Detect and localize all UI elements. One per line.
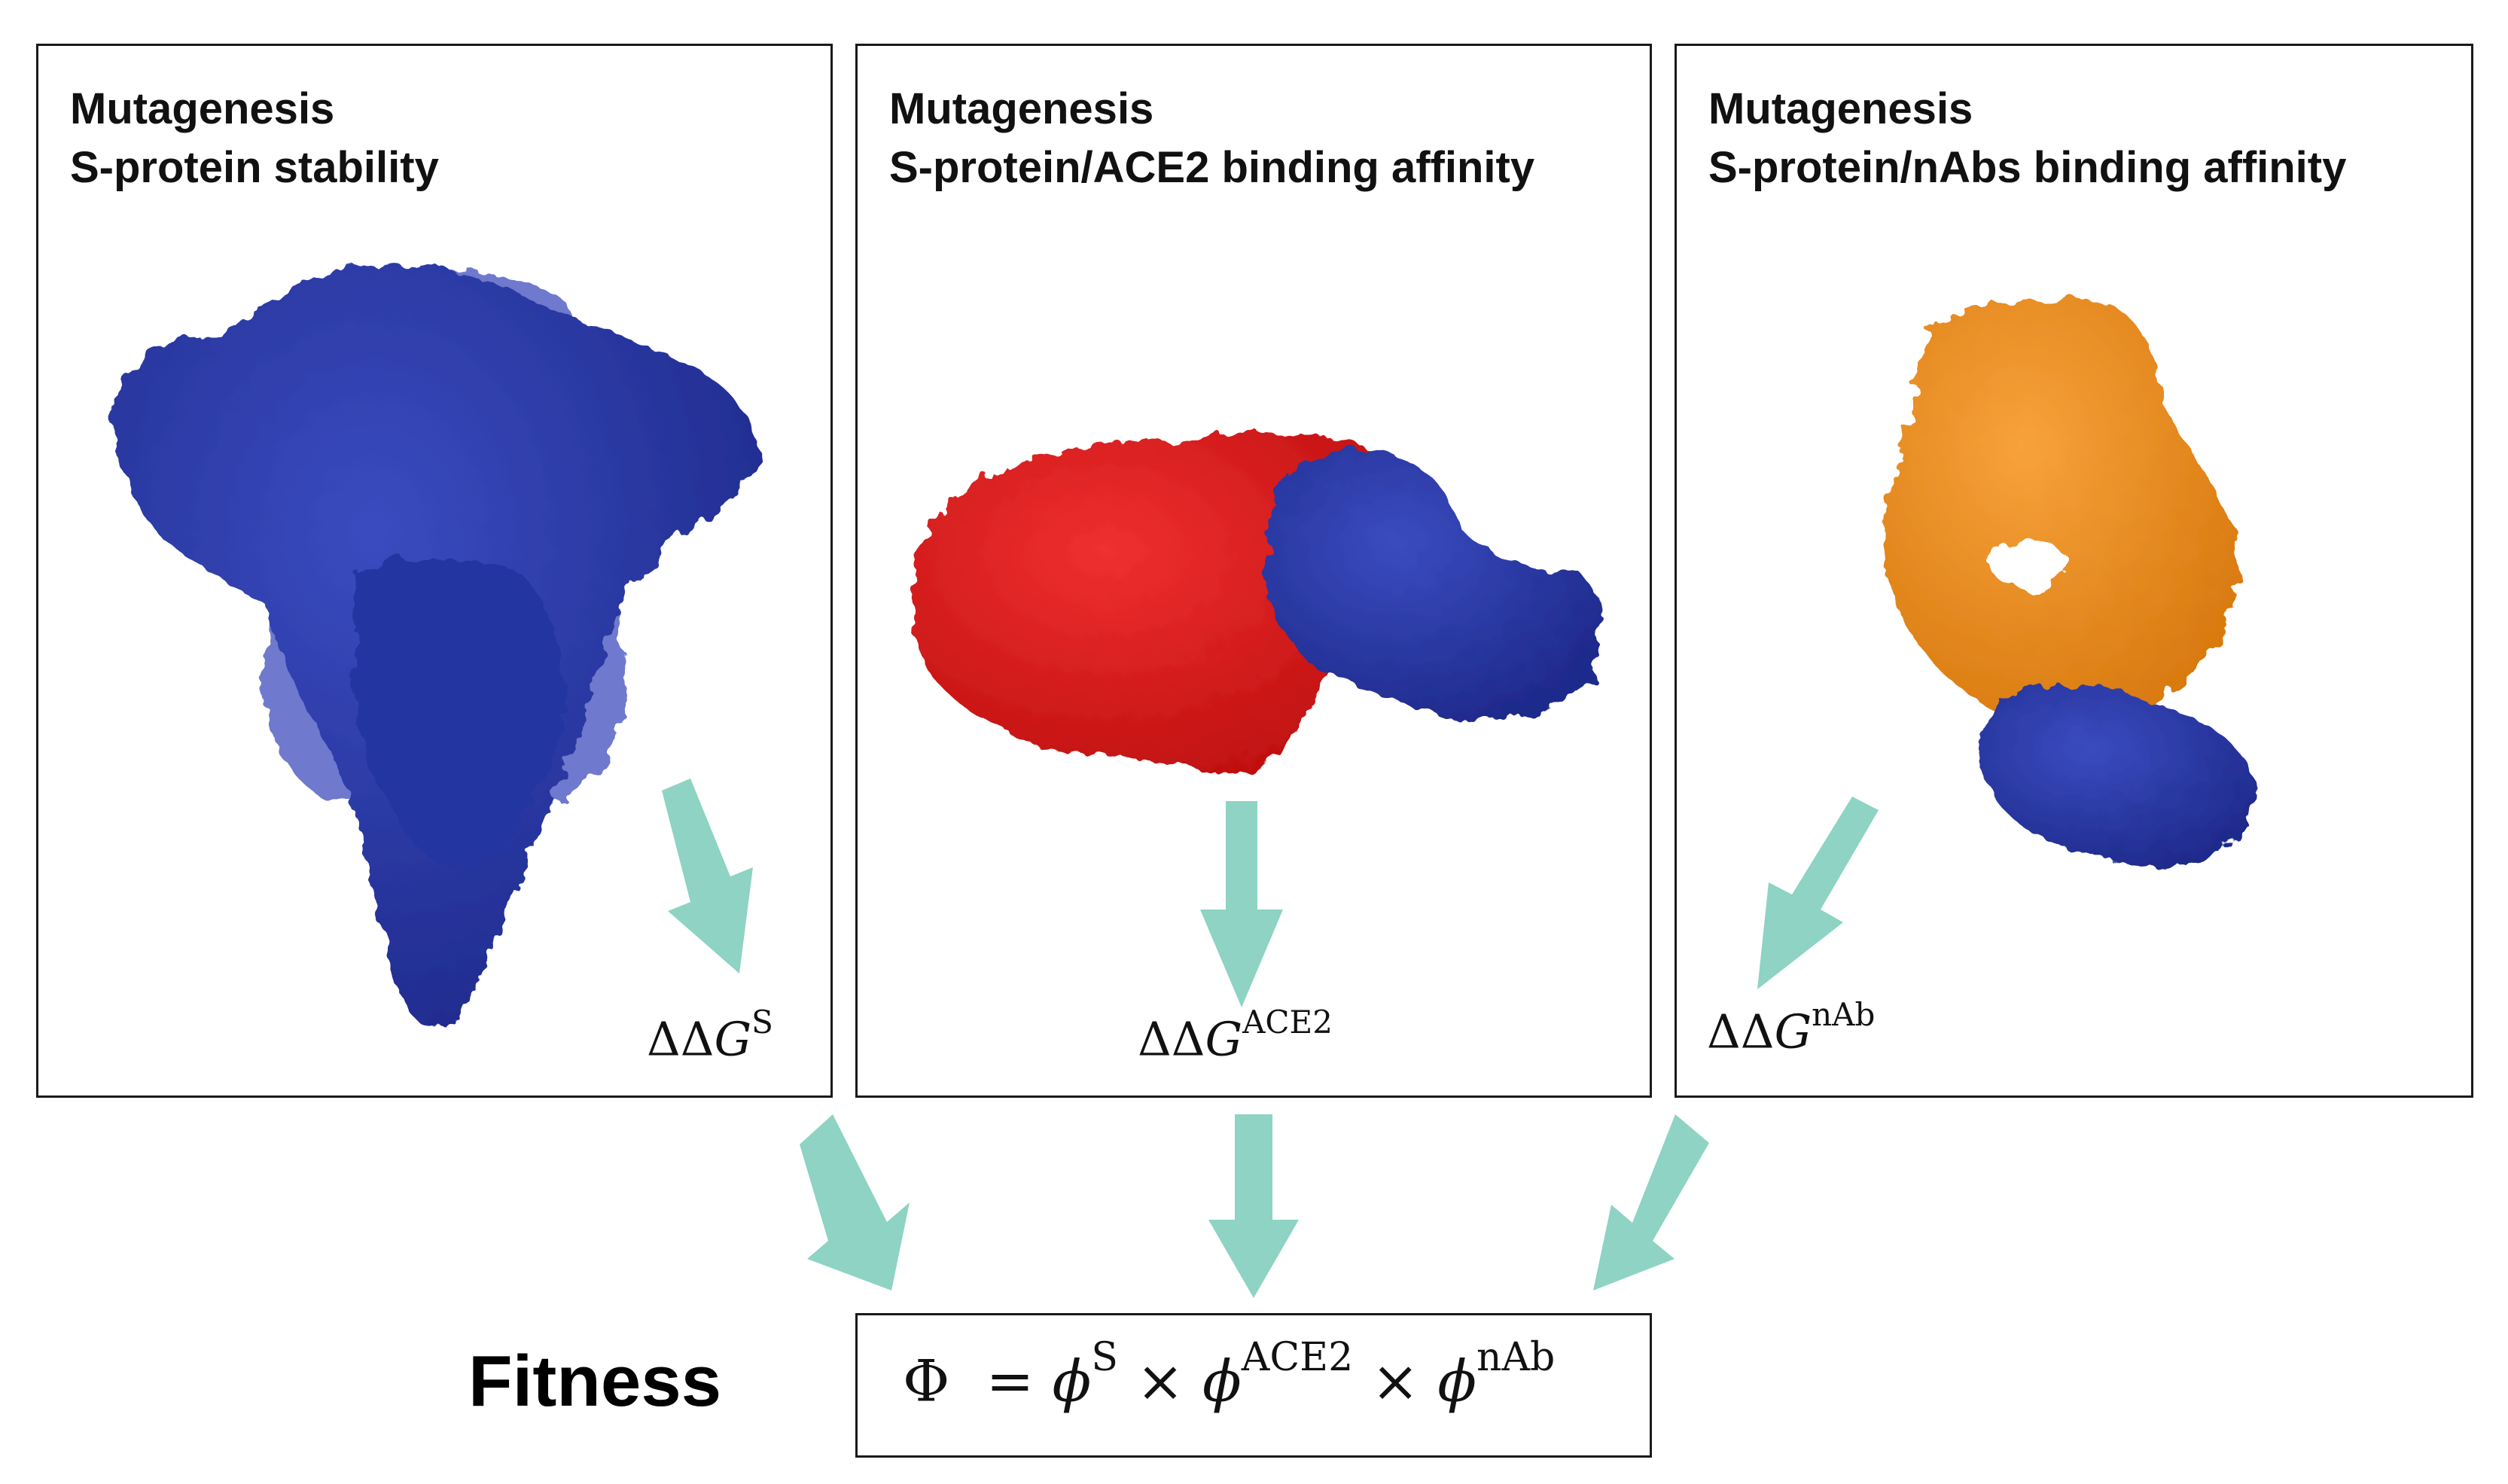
fitness-formula: Φ = ϕS × ϕACE2 × ϕnAb [903,1335,1556,1415]
panel-title-line2: S-protein/nAbs binding affinity [1708,143,2347,192]
arrow-to-ddg-nab [1757,797,1879,989]
ddg-s-label: ΔΔGS [647,1004,773,1067]
spike-trimer-structure [114,264,761,1027]
panel-nab-binding: Mutagenesis S-protein/nAbs binding affin… [1675,44,2473,1098]
arrow-right-to-fitness [1593,1114,1709,1291]
arrow-left-to-fitness [800,1114,910,1291]
panel-title: Mutagenesis S-protein/nAbs binding affin… [1708,80,2346,197]
panel-title: Mutagenesis S-protein stability [70,80,439,197]
panel-title-line2: S-protein stability [70,143,439,192]
panel-title-line2: S-protein/ACE2 binding affinity [889,143,1535,192]
panel-title-line1: Mutagenesis [889,84,1154,133]
arrow-to-ddg-ace2 [1200,801,1283,1007]
nab-spike-complex-structure [1882,297,2257,867]
arrow-to-ddg-s [662,779,753,974]
panel-ace2-binding: Mutagenesis S-protein/ACE2 binding affin… [855,44,1652,1098]
ddg-nab-label: ΔΔGnAb [1707,996,1876,1059]
fitness-formula-box: Φ = ϕS × ϕACE2 × ϕnAb [855,1313,1652,1458]
panel-title-line1: Mutagenesis [70,84,335,133]
panel-spike-stability: Mutagenesis S-protein stability ΔΔGS [36,44,833,1098]
ace2-spike-complex-structure [910,431,1601,772]
ddg-ace2-label: ΔΔGACE2 [1138,1004,1333,1067]
panel-title: Mutagenesis S-protein/ACE2 binding affin… [889,80,1534,197]
panel-title-line1: Mutagenesis [1708,84,1973,133]
fitness-label: Fitness [468,1341,722,1422]
arrow-center-to-fitness [1208,1114,1299,1298]
